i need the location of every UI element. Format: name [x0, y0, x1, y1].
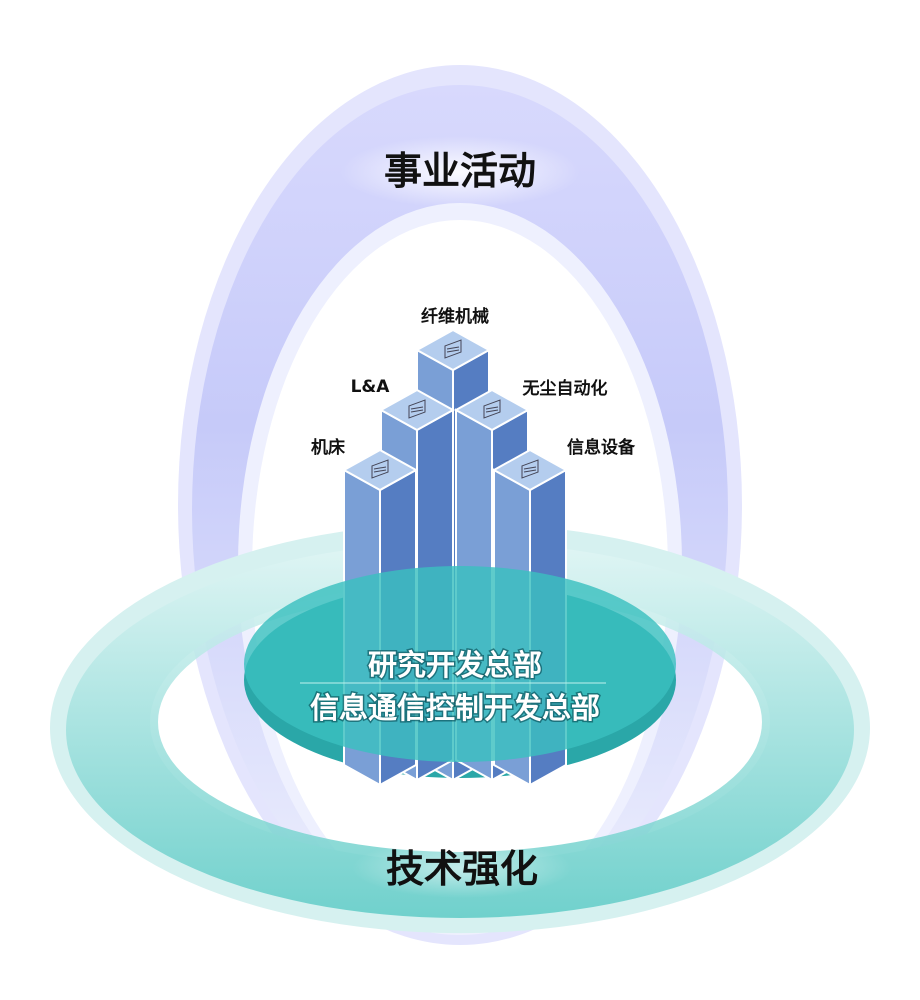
building-top — [453, 388, 531, 432]
building-label-machine-tool: 机床 — [311, 437, 346, 458]
ict-control-dev-label: 信息通信控制开发总部 — [310, 691, 600, 725]
building-top — [378, 388, 456, 432]
gear-icon — [371, 459, 389, 479]
building-top — [414, 328, 492, 372]
cleanroom-automation-icon — [483, 399, 501, 419]
building-label-la: L&A — [351, 377, 391, 397]
building-label-cleanroom: 无尘自动化 — [522, 378, 608, 399]
logistics-icon — [408, 399, 426, 419]
building-top — [341, 448, 419, 492]
textile-machine-icon — [444, 339, 462, 359]
building-top — [491, 448, 569, 492]
rd-headquarters-label: 研究开发总部 — [368, 648, 542, 682]
bottom-glow — [352, 838, 572, 898]
technology-label: 技术强化 — [386, 847, 538, 891]
network-icon — [521, 459, 539, 479]
building-label-info-equipment: 信息设备 — [567, 437, 636, 458]
title-glow — [340, 136, 580, 208]
building-label-textile: 纤维机械 — [421, 306, 489, 327]
platform-top — [244, 566, 676, 762]
business-activity-label: 事业活动 — [384, 149, 536, 193]
technology-ring — [49, 522, 871, 934]
